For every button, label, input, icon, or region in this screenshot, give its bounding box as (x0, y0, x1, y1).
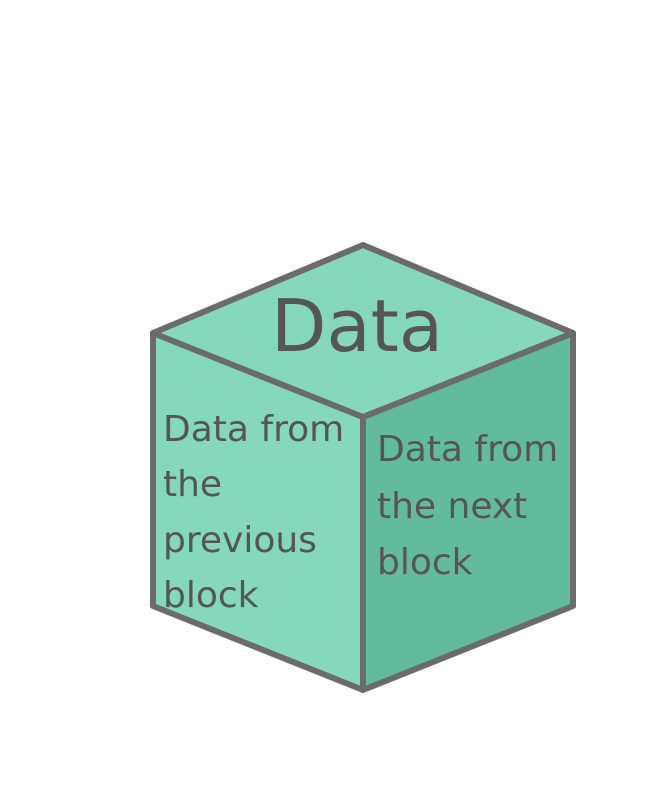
cube-right-label-line: Data from (377, 429, 558, 470)
cube-top-label: Data (271, 284, 443, 368)
cube-right-label-line: the next (377, 486, 527, 527)
cube-left-label-line: Data from (163, 409, 344, 450)
cube-left-label-line: the (163, 464, 222, 505)
cube-top-face (150, 242, 576, 420)
cube-left-label-line: previous (163, 520, 317, 561)
cube-right-label-line: block (377, 542, 473, 583)
cube-left-label-line: block (163, 575, 259, 616)
